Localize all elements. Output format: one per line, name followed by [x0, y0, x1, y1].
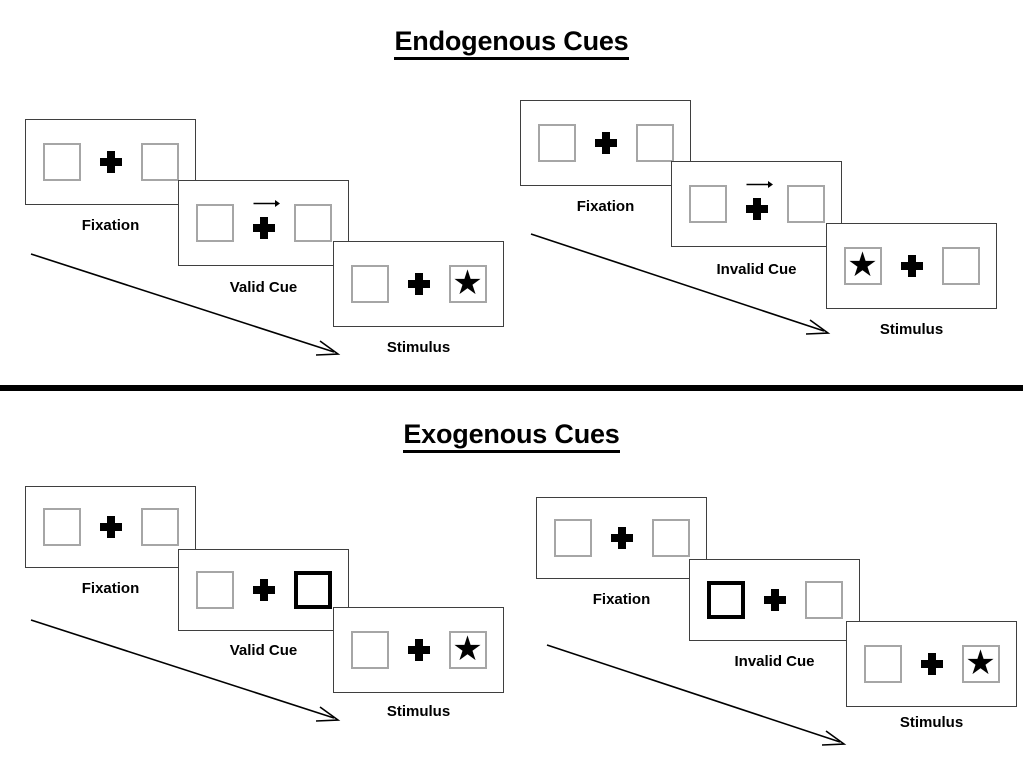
section-title-exogenous: Exogenous Cues [0, 419, 1023, 453]
label-exogenous-valid-stimulus: Stimulus [386, 703, 451, 720]
placeholder-box-left [688, 185, 727, 223]
placeholder-box-right [941, 247, 980, 285]
placeholder-box-right [635, 124, 674, 162]
placeholder-box-left [863, 645, 902, 683]
frame-content [521, 101, 690, 185]
label-endogenous-valid-fixation: Fixation [81, 217, 140, 234]
placeholder-box-left [537, 124, 576, 162]
frame-endogenous-invalid-fixation [520, 100, 691, 186]
star-target-icon: ★ [847, 245, 878, 284]
section-divider [0, 385, 1023, 391]
frame-content [672, 162, 841, 246]
frame-content [26, 120, 195, 204]
placeholder-box-right [804, 581, 843, 619]
label-exogenous-valid-cue: Valid Cue [229, 642, 298, 659]
placeholder-box-right [140, 508, 179, 546]
fixation-cross-icon [745, 198, 768, 220]
frame-endogenous-valid-fixation [25, 119, 196, 205]
placeholder-box-left [195, 204, 234, 242]
frame-exogenous-valid-cue [178, 549, 349, 631]
placeholder-box-right [651, 519, 690, 557]
label-exogenous-valid-fixation: Fixation [81, 580, 140, 597]
frame-exogenous-invalid-cue [689, 559, 860, 641]
frame-endogenous-invalid-stimulus: ★ [826, 223, 997, 309]
frame-content [179, 181, 348, 265]
placeholder-box-left [42, 143, 81, 181]
fixation-cross-icon [920, 653, 943, 675]
time-flow-arrow-exogenous-invalid [546, 644, 847, 746]
label-endogenous-valid-stimulus: Stimulus [386, 339, 451, 356]
fixation-cross-icon [594, 132, 617, 154]
time-flow-arrow-exogenous-valid [30, 619, 341, 722]
placeholder-box-right-target: ★ [961, 643, 1000, 683]
time-flow-arrow-endogenous-valid [30, 253, 341, 356]
frame-exogenous-invalid-stimulus: ★ [846, 621, 1017, 707]
frame-exogenous-invalid-fixation [536, 497, 707, 579]
placeholder-box-right-target: ★ [448, 263, 487, 303]
time-flow-arrow-endogenous-invalid [530, 233, 831, 335]
label-exogenous-invalid-fixation: Fixation [592, 591, 651, 608]
frame-content: ★ [847, 622, 1016, 706]
fixation-cross-icon [99, 516, 122, 538]
frame-content [537, 498, 706, 578]
label-exogenous-invalid-cue: Invalid Cue [734, 653, 815, 670]
label-endogenous-invalid-cue: Invalid Cue [716, 261, 797, 278]
arrow-cue-right-icon [745, 181, 773, 220]
placeholder-box-right-cued [293, 571, 332, 609]
frame-exogenous-valid-fixation [25, 486, 196, 568]
arrow-cue-glyph [746, 181, 773, 188]
fixation-cross-icon [407, 273, 430, 295]
fixation-cross-icon [900, 255, 923, 277]
fixation-cross-icon [252, 579, 275, 601]
fixation-cross-icon [252, 217, 275, 239]
label-endogenous-valid-cue: Valid Cue [229, 279, 298, 296]
fixation-cross-icon [99, 151, 122, 173]
star-target-icon: ★ [965, 643, 996, 682]
star-target-icon: ★ [452, 263, 483, 302]
fixation-cross-icon [407, 639, 430, 661]
fixation-cross-icon [763, 589, 786, 611]
section-title-endogenous-text: Endogenous Cues [394, 26, 629, 60]
star-target-icon: ★ [452, 629, 483, 668]
placeholder-box-right-target: ★ [448, 629, 487, 669]
frame-exogenous-valid-stimulus: ★ [333, 607, 504, 693]
frame-content: ★ [334, 608, 503, 692]
placeholder-box-right [293, 204, 332, 242]
frame-endogenous-valid-stimulus: ★ [333, 241, 504, 327]
placeholder-box-left [350, 265, 389, 303]
frame-content [690, 560, 859, 640]
arrow-cue-glyph [253, 200, 280, 207]
label-endogenous-invalid-stimulus: Stimulus [879, 321, 944, 338]
placeholder-box-left [553, 519, 592, 557]
placeholder-box-left [42, 508, 81, 546]
section-title-exogenous-text: Exogenous Cues [403, 419, 620, 453]
section-title-endogenous: Endogenous Cues [0, 26, 1023, 60]
frame-content: ★ [334, 242, 503, 326]
frame-endogenous-invalid-cue [671, 161, 842, 247]
placeholder-box-left-cued [706, 581, 745, 619]
label-exogenous-invalid-stimulus: Stimulus [899, 714, 964, 731]
frame-content [179, 550, 348, 630]
label-endogenous-invalid-fixation: Fixation [576, 198, 635, 215]
frame-content: ★ [827, 224, 996, 308]
frame-endogenous-valid-cue [178, 180, 349, 266]
placeholder-box-right [786, 185, 825, 223]
placeholder-box-right [140, 143, 179, 181]
arrow-cue-right-icon [252, 200, 280, 239]
fixation-cross-icon [610, 527, 633, 549]
placeholder-box-left [350, 631, 389, 669]
frame-content [26, 487, 195, 567]
placeholder-box-left [195, 571, 234, 609]
placeholder-box-left-target: ★ [843, 245, 882, 285]
